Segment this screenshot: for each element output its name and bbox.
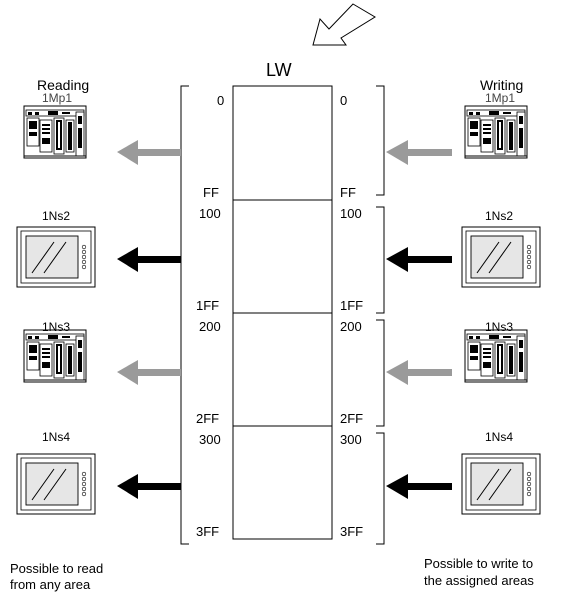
address-end-label: FF	[203, 186, 219, 199]
device-label: 1Mp1	[485, 92, 515, 104]
touch-panel-icon	[462, 227, 540, 287]
memory-title: LW	[266, 61, 292, 79]
read-arrow-3	[117, 360, 181, 385]
memory-area	[233, 86, 332, 539]
device-label: 1Ns3	[42, 321, 70, 333]
address-end-label: 2FF	[340, 412, 363, 425]
left-bracket	[181, 86, 189, 544]
read-arrow-2	[117, 247, 181, 272]
address-end-label: 1FF	[340, 299, 363, 312]
write-arrow-2	[386, 247, 452, 272]
plc-icon	[24, 106, 86, 158]
writing-heading: Writing	[480, 78, 523, 92]
memory-block-2	[233, 313, 332, 426]
address-start-label: 100	[199, 207, 221, 220]
write-arrow-3	[386, 360, 452, 385]
memory-block-1	[233, 200, 332, 313]
write-arrow-4	[386, 474, 452, 499]
reading-heading: Reading	[37, 78, 89, 92]
device-label: 1Ns2	[42, 210, 70, 222]
address-start-label: 200	[340, 320, 362, 333]
address-end-label: 1FF	[196, 299, 219, 312]
plc-icon	[465, 330, 527, 382]
address-start-label: 300	[340, 433, 362, 446]
address-end-label: FF	[340, 186, 356, 199]
memory-block-3	[233, 426, 332, 539]
memory-block-0	[233, 86, 332, 200]
address-start-label: 0	[217, 94, 224, 107]
reading-caption-line1: Possible to read	[10, 562, 103, 575]
reading-caption-line2: from any area	[10, 578, 90, 591]
address-start-label: 0	[340, 94, 347, 107]
device-label: 1Ns4	[42, 431, 70, 443]
device-label: 1Mp1	[42, 92, 72, 104]
address-start-label: 100	[340, 207, 362, 220]
write-arrow-1	[386, 140, 452, 165]
pointer-arrow-icon	[313, 4, 375, 45]
writing-caption-line1: Possible to write to	[424, 557, 533, 570]
address-end-label: 2FF	[196, 412, 219, 425]
address-start-label: 300	[199, 433, 221, 446]
plc-icon	[24, 330, 86, 382]
touch-panel-icon	[17, 227, 95, 287]
read-arrow-1	[117, 140, 181, 165]
address-end-label: 3FF	[340, 525, 363, 538]
touch-panel-icon	[462, 454, 540, 514]
right-brackets	[376, 86, 384, 544]
read-arrow-4	[117, 474, 181, 499]
writing-caption-line2: the assigned areas	[424, 574, 534, 587]
device-label: 1Ns3	[485, 321, 513, 333]
address-start-label: 200	[199, 320, 221, 333]
device-label: 1Ns4	[485, 431, 513, 443]
device-label: 1Ns2	[485, 210, 513, 222]
plc-icon	[465, 106, 527, 158]
touch-panel-icon	[17, 454, 95, 514]
address-end-label: 3FF	[196, 525, 219, 538]
